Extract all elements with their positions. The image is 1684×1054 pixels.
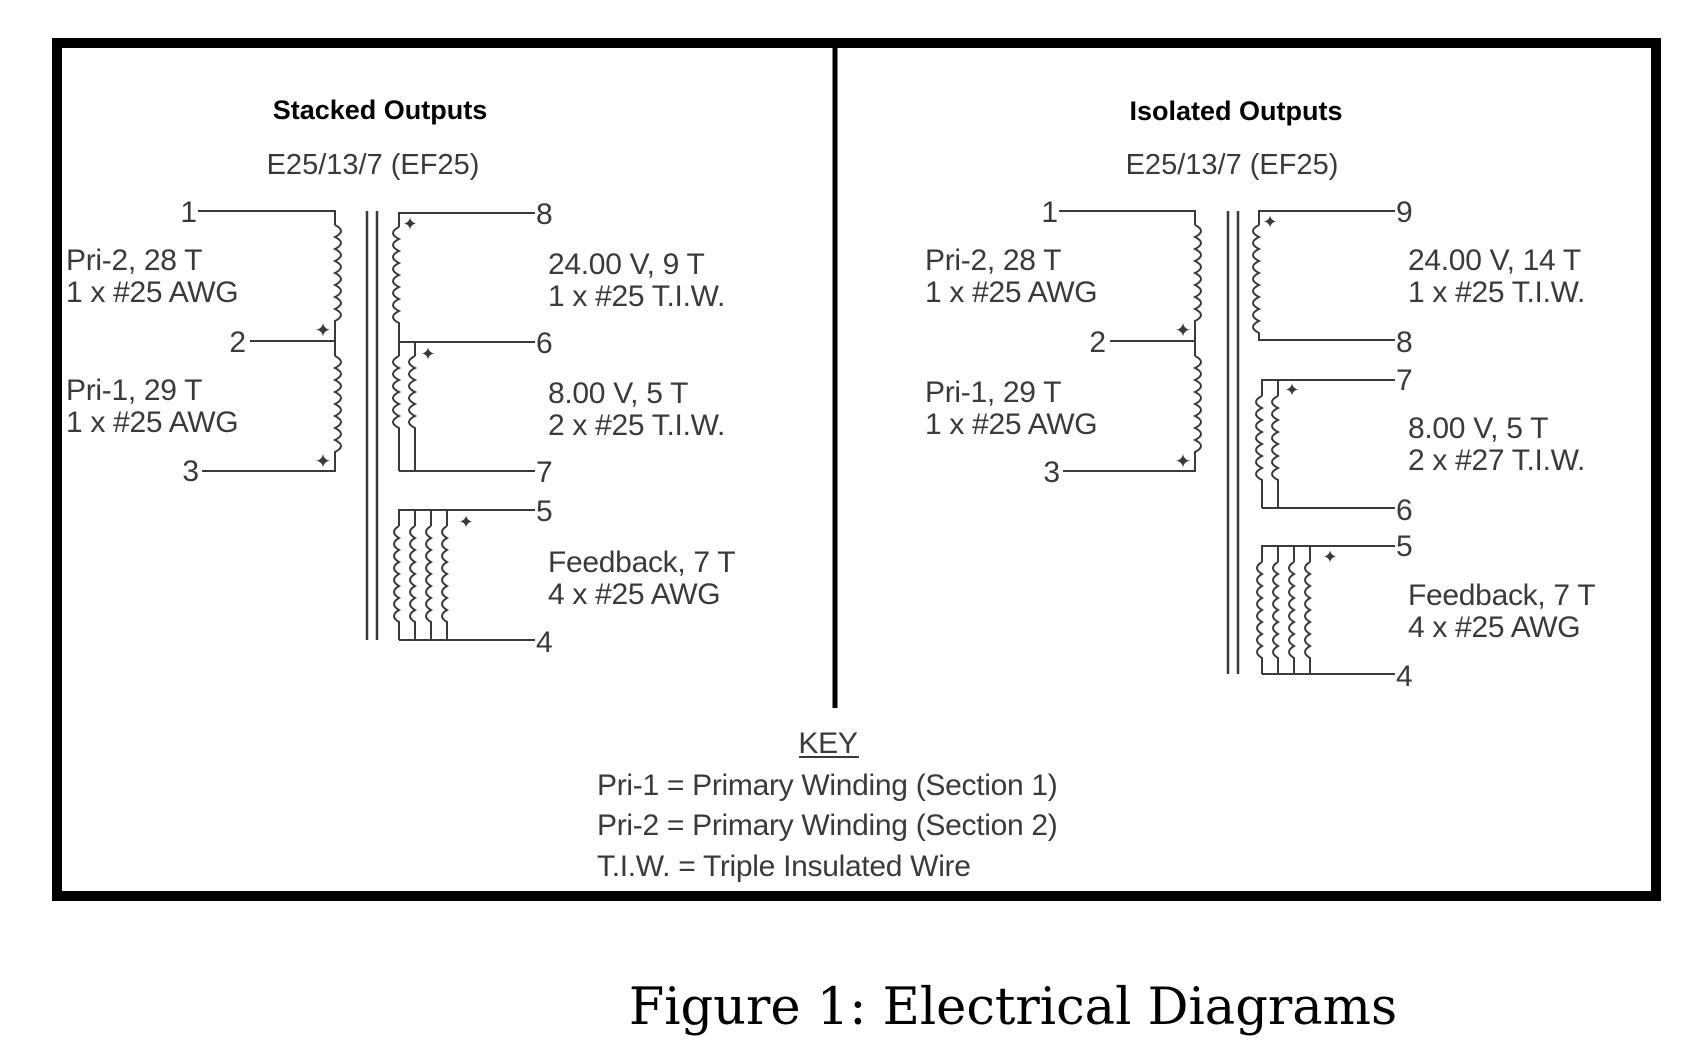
- primary-wire: [1063, 458, 1196, 472]
- primary-coil: [332, 355, 342, 458]
- primary-coil: [332, 224, 342, 326]
- pin-label: 8: [536, 198, 553, 231]
- polarity-dot: ✦: [1262, 212, 1277, 232]
- polarity-dot: ✦: [315, 451, 332, 473]
- pin-label: 6: [536, 327, 553, 360]
- secondary-wire: [398, 342, 416, 356]
- core-label: E25/13/7 (EF25): [1126, 149, 1339, 181]
- polarity-dot: ✦: [402, 214, 417, 234]
- secondary-wire: [1261, 379, 1395, 396]
- winding-label: Pri-1, 29 T: [925, 376, 1061, 409]
- winding-spec: 1 x #25 AWG: [925, 276, 1097, 309]
- stacked-outputs-diagram: Stacked Outputs E25/13/7 (EF25) 1 2 3 Pr…: [66, 95, 736, 659]
- winding-label: Pri-2, 28 T: [925, 244, 1061, 277]
- pin-label: 3: [182, 455, 199, 488]
- winding-spec: 4 x #25 AWG: [548, 578, 720, 611]
- winding-label: Feedback, 7 T: [1408, 579, 1595, 612]
- pin-label: 1: [180, 196, 197, 229]
- polarity-dot: ✦: [1175, 451, 1192, 473]
- winding-label: Feedback, 7 T: [548, 546, 735, 579]
- primary-wire: [1059, 210, 1196, 225]
- polarity-dot: ✦: [1175, 320, 1192, 342]
- key-heading: KEY: [798, 727, 857, 760]
- primary-coil: [1192, 224, 1202, 326]
- pin-label: 2: [229, 326, 246, 359]
- key-line: Pri-2 = Primary Winding (Section 2): [597, 809, 1057, 842]
- secondary-wire: [398, 212, 535, 227]
- winding-label: 8.00 V, 5 T: [548, 377, 688, 410]
- winding-spec: 1 x #25 T.I.W.: [1408, 276, 1585, 309]
- secondary-coil: [1256, 561, 1264, 674]
- primary-wire: [202, 458, 336, 472]
- secondary-coil: [392, 226, 535, 343]
- figure-caption: Figure 1: Electrical Diagrams: [629, 978, 1397, 1037]
- secondary-coil: [1271, 395, 1281, 508]
- pin-label: 6: [1396, 494, 1413, 527]
- pin-label: 2: [1089, 326, 1106, 359]
- pin-label: 4: [1396, 660, 1413, 693]
- pin-label: 5: [1396, 530, 1413, 563]
- pin-label: 1: [1041, 196, 1058, 229]
- pin-label: 9: [1396, 196, 1413, 229]
- pin-label: 8: [1396, 326, 1413, 359]
- isolated-outputs-diagram: Isolated Outputs E25/13/7 (EF25) 1 2 3 P…: [925, 96, 1596, 693]
- winding-label: Pri-2, 28 T: [66, 244, 202, 277]
- winding-label: Pri-1, 29 T: [66, 374, 202, 407]
- polarity-dot: ✦: [420, 344, 435, 364]
- figure-frame: [52, 38, 1661, 901]
- diagram-title: Stacked Outputs: [273, 95, 488, 125]
- diagram-title: Isolated Outputs: [1129, 96, 1342, 126]
- primary-wire: [250, 326, 336, 356]
- winding-spec: 1 x #25 AWG: [66, 406, 238, 439]
- secondary-coil: [1252, 224, 1395, 341]
- secondary-coil: [441, 525, 449, 640]
- secondary-wire: [1258, 210, 1395, 225]
- secondary-coil: [1272, 561, 1280, 674]
- winding-label: 24.00 V, 14 T: [1408, 244, 1581, 277]
- winding-spec: 2 x #25 T.I.W.: [548, 409, 725, 442]
- pin-label: 5: [536, 495, 553, 528]
- winding-spec: 2 x #27 T.I.W.: [1408, 444, 1585, 477]
- secondary-coil: [392, 355, 402, 471]
- polarity-dot: ✦: [315, 320, 332, 342]
- pin-label: 7: [536, 456, 553, 489]
- secondary-wire: [1261, 545, 1395, 562]
- winding-spec: 4 x #25 AWG: [1408, 611, 1580, 644]
- winding-label: 8.00 V, 5 T: [1408, 412, 1548, 445]
- pin-label: 4: [536, 626, 553, 659]
- secondary-coil: [393, 525, 401, 640]
- secondary-coil: [1304, 561, 1312, 674]
- secondary-coil: [425, 525, 433, 640]
- secondary-coil: [408, 355, 418, 471]
- secondary-coil: [1288, 561, 1296, 674]
- polarity-dot: ✦: [1284, 380, 1299, 400]
- primary-coil: [1192, 355, 1202, 458]
- secondary-coil: [1255, 395, 1265, 508]
- winding-spec: 1 x #25 AWG: [925, 408, 1097, 441]
- diagram-key: KEY Pri-1 = Primary Winding (Section 1) …: [597, 727, 1058, 883]
- secondary-wire: [398, 509, 535, 526]
- key-line: Pri-1 = Primary Winding (Section 1): [597, 769, 1057, 802]
- pin-label: 3: [1043, 456, 1060, 489]
- primary-wire: [1110, 326, 1196, 356]
- winding-label: 24.00 V, 9 T: [548, 248, 705, 281]
- key-line: T.I.W. = Triple Insulated Wire: [597, 850, 971, 883]
- pin-label: 7: [1396, 364, 1413, 397]
- winding-spec: 1 x #25 AWG: [66, 276, 238, 309]
- winding-spec: 1 x #25 T.I.W.: [548, 280, 725, 313]
- core-label: E25/13/7 (EF25): [267, 149, 480, 181]
- secondary-coil: [409, 525, 417, 640]
- primary-wire: [198, 210, 336, 225]
- polarity-dot: ✦: [1322, 547, 1337, 567]
- polarity-dot: ✦: [458, 512, 473, 532]
